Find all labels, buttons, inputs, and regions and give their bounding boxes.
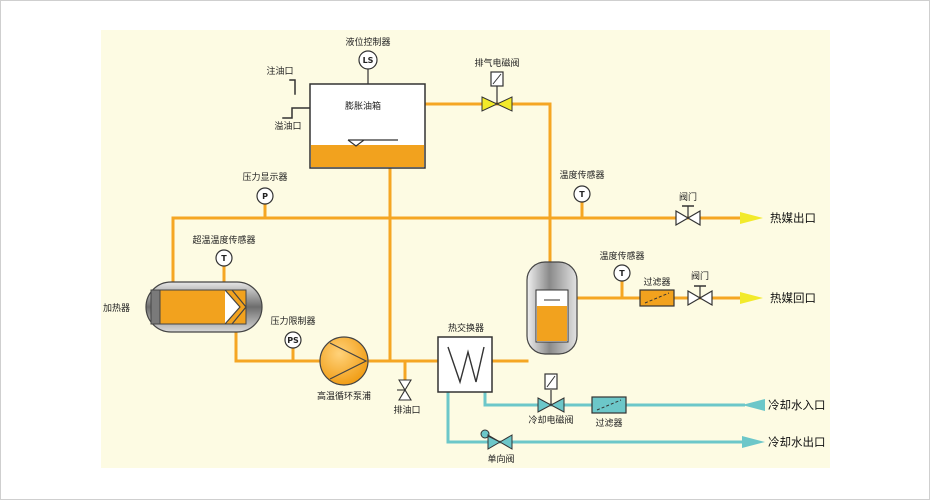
heat-return-label: 热媒回口 (770, 291, 816, 305)
temp-sensor-mid-label: 温度传感器 (599, 250, 644, 262)
drain-label: 排油口 (393, 404, 420, 416)
heat-return-arrow (740, 292, 763, 304)
cool-out-arrow (742, 436, 765, 448)
expansion-tank (309, 83, 426, 169)
level-controller-label: 液位控制器 (345, 36, 390, 48)
t-symbol-mid: T (619, 269, 625, 278)
drain-valve-icon (397, 379, 412, 401)
cooling-valve-label: 冷却电磁阀 (528, 414, 573, 426)
heat-exchanger (437, 336, 493, 393)
pressure-limiter-icon (284, 331, 302, 349)
check-valve-icon (480, 429, 513, 450)
overflow-label: 溢油口 (274, 120, 301, 132)
ps-symbol: PS (287, 336, 299, 345)
oil-filter-icon (639, 289, 675, 307)
t-symbol-top: T (579, 190, 585, 199)
temp-sensor-mid-icon (613, 264, 631, 282)
temp-sensor-top-icon (573, 185, 591, 203)
valve-top-label: 阀门 (679, 191, 697, 203)
pump-icon (319, 336, 369, 386)
oil-pipes (171, 79, 744, 382)
expansion-tank-label: 膨胀油箱 (345, 100, 381, 112)
flow-arrows (740, 212, 765, 448)
over-temp-sensor-label: 超温温度传感器 (192, 234, 255, 246)
water-filter-label: 过滤器 (595, 417, 622, 429)
oil-inlet-label: 注油口 (266, 65, 293, 77)
valve-mid-label: 阀门 (691, 270, 709, 282)
temp-sensor-top-label: 温度传感器 (559, 169, 604, 181)
vent-valve-label: 排气电磁阀 (474, 57, 519, 69)
overflow-pipe (282, 107, 311, 119)
vent-line (423, 102, 552, 264)
separator-vessel (526, 261, 578, 355)
cooling-solenoid-valve-icon (537, 373, 565, 413)
vent-solenoid-valve-icon (481, 71, 513, 112)
pressure-gauge-icon (256, 187, 274, 205)
p-symbol: P (262, 192, 268, 201)
pump-label: 高温循环泵浦 (317, 390, 371, 402)
heater-label: 加热器 (103, 302, 130, 314)
pressure-gauge-label: 压力显示器 (242, 171, 287, 183)
oil-inlet-pipe (289, 79, 296, 95)
pressure-limiter-label: 压力限制器 (270, 315, 315, 327)
heat-out-label: 热媒出口 (770, 211, 816, 225)
valve-mid-icon (687, 285, 713, 307)
valve-top-icon (675, 205, 701, 227)
heat-out-arrow (740, 212, 763, 224)
cool-out-pipe (446, 392, 745, 444)
t-symbol-over: T (221, 254, 227, 263)
heat-exchanger-label: 热交换器 (448, 322, 484, 334)
level-switch-icon (358, 50, 378, 70)
cool-in-label: 冷却水入口 (768, 398, 826, 412)
ls-symbol: LS (363, 56, 374, 65)
cool-in-arrow (742, 399, 765, 411)
oil-filter-label: 过滤器 (643, 276, 670, 288)
over-temp-sensor-icon (215, 249, 233, 267)
cool-out-label: 冷却水出口 (768, 435, 826, 449)
heater-to-pump-pipe (234, 331, 322, 363)
heater (145, 281, 263, 333)
check-valve-label: 单向阀 (487, 453, 514, 465)
water-filter-icon (591, 396, 627, 414)
